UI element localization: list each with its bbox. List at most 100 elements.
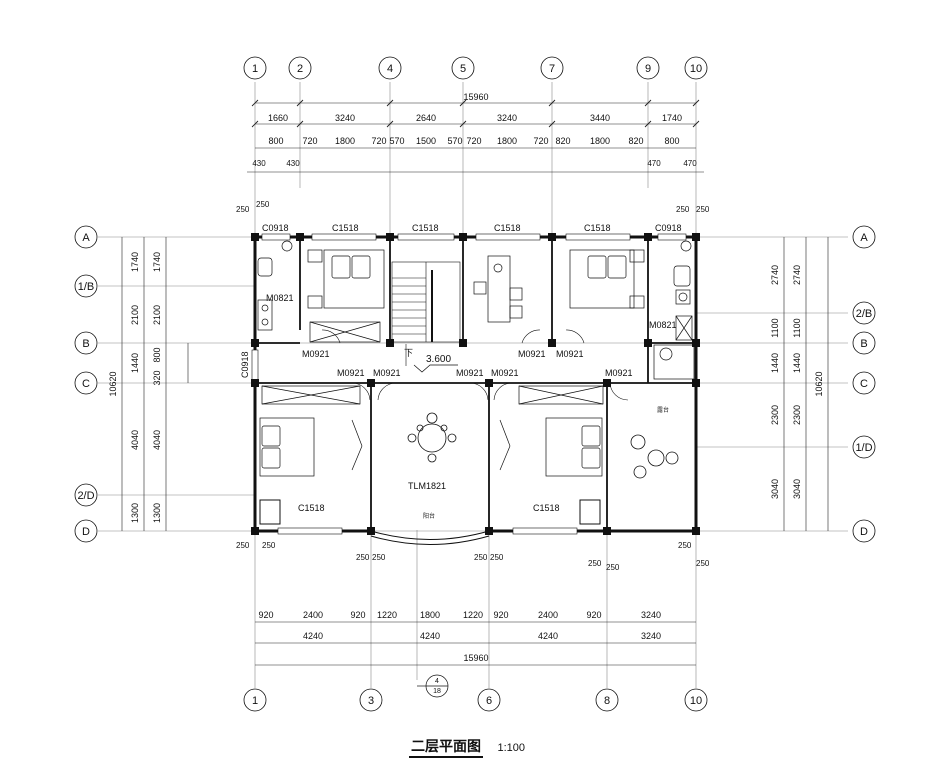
- axis-bubble-top: 10: [684, 56, 708, 80]
- axis-bubble-left: 2/D: [74, 483, 98, 507]
- door-label: M0821: [266, 293, 294, 303]
- axis-bubble-left: 1/B: [74, 274, 98, 298]
- column: [548, 339, 556, 347]
- door-label: M0921: [302, 349, 330, 359]
- dimension-text: 2400: [303, 610, 323, 620]
- axis-label: 8: [604, 695, 610, 707]
- axis-bubble-bottom: 10: [684, 688, 708, 712]
- door-label: M0921: [456, 368, 484, 378]
- column: [386, 339, 394, 347]
- dimension-text: 1500: [416, 136, 436, 146]
- axis-label: 1/B: [78, 281, 95, 293]
- column: [251, 339, 259, 347]
- axis-label: 1/D: [855, 442, 872, 454]
- window-label: C1518: [533, 503, 560, 513]
- column: [548, 233, 556, 241]
- column: [485, 379, 493, 387]
- dimension-text: 2300: [792, 405, 802, 425]
- dimension-text: 320: [152, 370, 162, 385]
- dimension-text: 1220: [463, 610, 483, 620]
- column: [296, 233, 304, 241]
- dimension-text: 2100: [152, 305, 162, 325]
- dimension-text: 3040: [792, 479, 802, 499]
- inner-walls: [255, 237, 696, 531]
- axis-label: 1: [252, 63, 258, 75]
- axis-bubble-top: 9: [636, 56, 660, 80]
- tea-table-center: [407, 412, 457, 463]
- dimension-text: 470: [683, 159, 697, 168]
- bottom-total-dim: 15960: [463, 653, 488, 663]
- axis-bubble-top: 4: [378, 56, 402, 80]
- dimension-text: 10620: [814, 371, 824, 396]
- window-label: C1518: [298, 503, 325, 513]
- bed-top-left: [307, 249, 385, 343]
- dimension-text: 820: [628, 136, 643, 146]
- axis-bubble-right: A: [852, 225, 876, 249]
- offset-dim: 250: [606, 563, 620, 572]
- axis-label: 4: [387, 63, 393, 75]
- offset-dim: 250: [262, 541, 276, 550]
- window-label: C0918: [240, 351, 250, 378]
- dimension-text: 3240: [641, 631, 661, 641]
- dimension-text: 920: [258, 610, 273, 620]
- dimension-text: 3240: [335, 113, 355, 123]
- axis-bubble-right: B: [852, 331, 876, 355]
- axis-label: D: [860, 526, 868, 538]
- door-label: M0821: [649, 320, 677, 330]
- window-label: C0918: [655, 223, 682, 233]
- axis-label: 6: [486, 695, 492, 707]
- drawing-scale: 1:100: [497, 742, 525, 754]
- dimension-text: 1740: [152, 252, 162, 272]
- axis-label: 10: [690, 695, 702, 707]
- dimension-text: 1660: [268, 113, 288, 123]
- column: [251, 233, 259, 241]
- dimension-text: 720: [302, 136, 317, 146]
- column: [692, 233, 700, 241]
- dimension-text: 4240: [538, 631, 558, 641]
- offset-dim: 250: [356, 553, 370, 562]
- axis-bubble-right: C: [852, 371, 876, 395]
- column: [603, 527, 611, 535]
- axis-bubble-bottom: 3: [359, 688, 383, 712]
- top-dimension-ticks: [251, 99, 700, 128]
- column: [459, 233, 467, 241]
- left-dimensions: [121, 237, 189, 531]
- column: [644, 339, 652, 347]
- column: [692, 339, 700, 347]
- axis-label: 5: [460, 63, 466, 75]
- stair: [391, 261, 461, 366]
- dimension-text: 720: [466, 136, 481, 146]
- column: [367, 379, 375, 387]
- axis-label: D: [82, 526, 90, 538]
- axis-label: 2/D: [77, 490, 94, 502]
- dimension-text: 4240: [420, 631, 440, 641]
- right-dimensions: [783, 237, 829, 531]
- dimension-text: 2300: [770, 405, 780, 425]
- dimension-text: 3240: [497, 113, 517, 123]
- offset-dim: 250: [676, 205, 690, 214]
- axis-bubble-bottom: 8: [595, 688, 619, 712]
- offset-dim: 250: [696, 205, 710, 214]
- dimension-text: 4040: [152, 430, 162, 450]
- axis-bubble-left: C: [74, 371, 98, 395]
- dimension-text: 720: [533, 136, 548, 146]
- detail-top: 4: [435, 678, 439, 685]
- dimension-text: 2740: [792, 265, 802, 285]
- level-marker: [413, 364, 458, 373]
- offset-dim: 250: [588, 559, 602, 568]
- axis-label: A: [860, 232, 868, 244]
- dimension-text: 720: [371, 136, 386, 146]
- axis-bubble-left: D: [74, 519, 98, 543]
- dimension-text: 1740: [130, 252, 140, 272]
- desk-study: [473, 255, 523, 323]
- axis-bubble-bottom: 1: [243, 688, 267, 712]
- dimension-text: 430: [252, 159, 266, 168]
- axis-bubble-right: D: [852, 519, 876, 543]
- door-swings: [321, 329, 629, 401]
